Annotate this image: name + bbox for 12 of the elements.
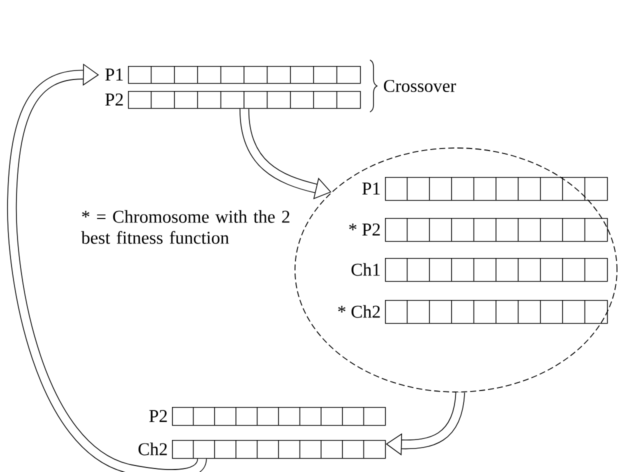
row-label: * P2 xyxy=(349,224,380,236)
row-label: P2 xyxy=(105,94,123,106)
hollow-arrow xyxy=(7,64,207,472)
row-label: Ch1 xyxy=(352,263,380,276)
row-label: P2 xyxy=(149,410,167,422)
row-label: P1 xyxy=(362,182,380,194)
brace-label: Crossover xyxy=(384,80,456,92)
dashed-ellipse xyxy=(294,148,618,392)
row-label: P1 xyxy=(105,68,123,80)
row-label: * Ch2 xyxy=(338,305,380,318)
note-text: * = Chromosome with the 2 best fitness function xyxy=(81,210,290,244)
row-label: Ch2 xyxy=(138,442,167,456)
